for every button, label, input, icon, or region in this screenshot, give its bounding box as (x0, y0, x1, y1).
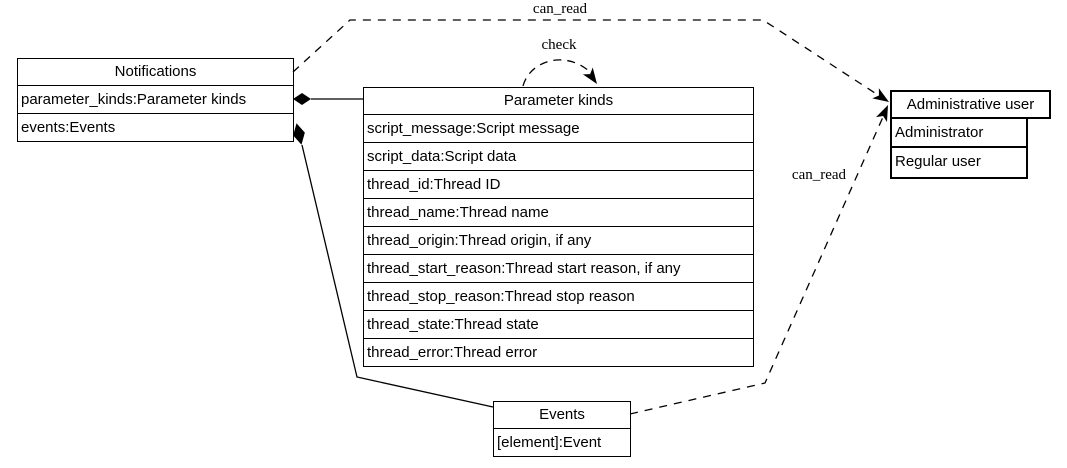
node-row: Administrator (892, 119, 1026, 148)
node-row: [element]:Event (497, 434, 602, 451)
node-row: events:Events (21, 119, 116, 136)
edge-check-self-loop (522, 59, 591, 87)
node-row: parameter_kinds:Parameter kinds (18, 86, 293, 114)
node-row: thread_origin:Thread origin, if any (364, 227, 753, 255)
diamond-aggregation (293, 93, 311, 105)
node-row: Regular user (895, 153, 981, 170)
node-row: thread_name:Thread name (364, 199, 753, 227)
edge-label-can-read-top: can_read (532, 1, 588, 17)
node-row: thread_error:Thread error (367, 344, 538, 361)
edge-label-can-read-events: can_read (791, 167, 847, 183)
node-events: Events [element]:Event (493, 401, 631, 457)
node-title: Events (494, 402, 630, 429)
node-administrative-user-title: Administrative user (890, 90, 1051, 119)
node-row: script_data:Script data (364, 143, 753, 171)
node-notifications: Notifications parameter_kinds:Parameter … (17, 58, 294, 142)
node-row: thread_stop_reason:Thread stop reason (364, 283, 753, 311)
edge-can-read-top (292, 19, 879, 96)
node-administrative-user-body: Administrator Regular user (890, 119, 1028, 179)
node-row: thread_state:Thread state (364, 311, 753, 339)
node-parameter-kinds: Parameter kinds script_message:Script me… (363, 87, 754, 367)
node-row: script_message:Script message (364, 115, 753, 143)
node-title: Notifications (18, 59, 293, 86)
arrowhead (582, 67, 597, 84)
node-row: thread_start_reason:Thread start reason,… (364, 255, 753, 283)
node-row: thread_id:Thread ID (364, 171, 753, 199)
edge-label-check: check (541, 37, 577, 53)
node-title: Parameter kinds (364, 88, 753, 115)
